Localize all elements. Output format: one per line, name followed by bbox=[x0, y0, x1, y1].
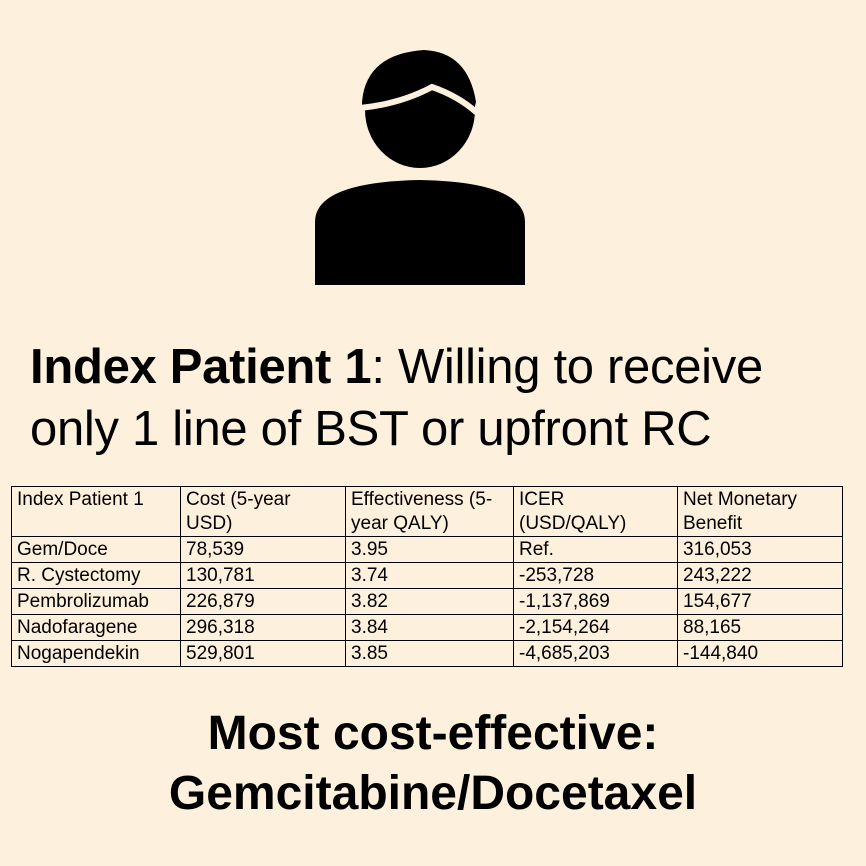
table-header-row: Index Patient 1 Cost (5-year USD) Effect… bbox=[11, 486, 843, 537]
table-row: Gem/Doce 78,539 3.95 Ref. 316,053 bbox=[11, 536, 843, 563]
table-cell: Gem/Doce bbox=[11, 536, 181, 563]
table-cell: 3.95 bbox=[345, 536, 514, 563]
table-cell: 3.82 bbox=[345, 588, 514, 615]
table-cell: 154,677 bbox=[677, 588, 843, 615]
table-cell: 529,801 bbox=[180, 640, 346, 667]
column-header: Effectiveness (5-year QALY) bbox=[345, 486, 514, 537]
table-cell: 78,539 bbox=[180, 536, 346, 563]
table-cell: 88,165 bbox=[677, 614, 843, 641]
table-cell: 316,053 bbox=[677, 536, 843, 563]
table-cell: 243,222 bbox=[677, 562, 843, 589]
table-row: Nadofaragene 296,318 3.84 -2,154,264 88,… bbox=[11, 614, 843, 641]
table-row: R. Cystectomy 130,781 3.74 -253,728 243,… bbox=[11, 562, 843, 589]
table-cell: 3.74 bbox=[345, 562, 514, 589]
cost-effectiveness-table: Index Patient 1 Cost (5-year USD) Effect… bbox=[11, 486, 843, 667]
heading-description: : Willing to receive only 1 line of BST … bbox=[30, 340, 763, 456]
conclusion: Most cost-effective: Gemcitabine/Docetax… bbox=[0, 704, 866, 824]
table-row: Nogapendekin 529,801 3.85 -4,685,203 -14… bbox=[11, 640, 843, 667]
table-cell: -253,728 bbox=[513, 562, 678, 589]
table-cell: Nogapendekin bbox=[11, 640, 181, 667]
index-patient-heading: Index Patient 1: Willing to receive only… bbox=[30, 336, 850, 460]
table-cell: 296,318 bbox=[180, 614, 346, 641]
column-header: Index Patient 1 bbox=[11, 486, 181, 537]
table-cell: -1,137,869 bbox=[513, 588, 678, 615]
conclusion-label: Most cost-effective: bbox=[207, 707, 659, 760]
table-cell: Pembrolizumab bbox=[11, 588, 181, 615]
person-silhouette-icon bbox=[315, 50, 525, 285]
table-cell: 3.84 bbox=[345, 614, 514, 641]
column-header: ICER (USD/QALY) bbox=[513, 486, 678, 537]
column-header: Net Monetary Benefit bbox=[677, 486, 843, 537]
column-header: Cost (5-year USD) bbox=[180, 486, 346, 537]
table-cell: -2,154,264 bbox=[513, 614, 678, 641]
table-cell: -144,840 bbox=[677, 640, 843, 667]
table-row: Pembrolizumab 226,879 3.82 -1,137,869 15… bbox=[11, 588, 843, 615]
table-cell: 226,879 bbox=[180, 588, 346, 615]
conclusion-treatment: Gemcitabine/Docetaxel bbox=[168, 767, 698, 820]
table-cell: 3.85 bbox=[345, 640, 514, 667]
table-cell: Ref. bbox=[513, 536, 678, 563]
table-cell: -4,685,203 bbox=[513, 640, 678, 667]
table-cell: Nadofaragene bbox=[11, 614, 181, 641]
heading-bold-label: Index Patient 1 bbox=[30, 340, 372, 394]
table-cell: R. Cystectomy bbox=[11, 562, 181, 589]
table-cell: 130,781 bbox=[180, 562, 346, 589]
